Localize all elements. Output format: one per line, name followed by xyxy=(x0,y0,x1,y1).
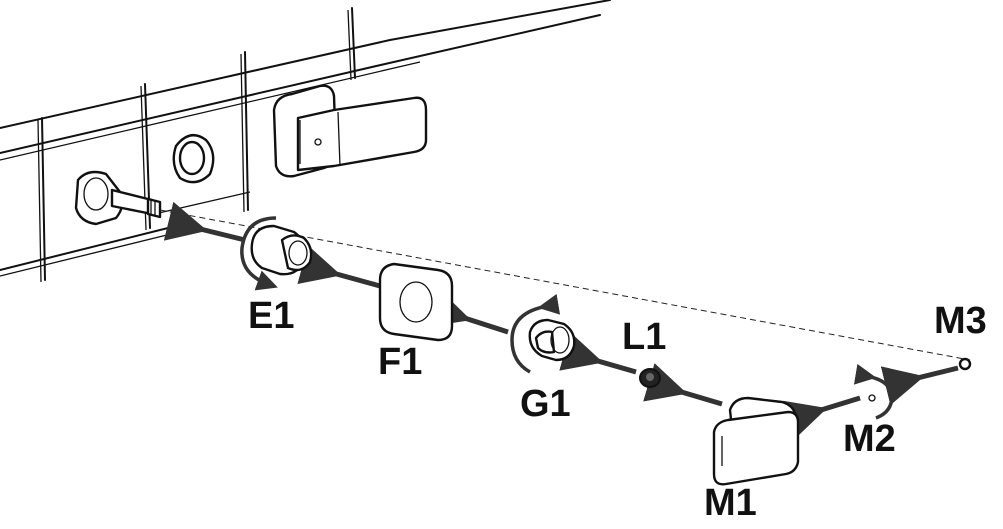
part-g1-cap xyxy=(510,293,576,374)
push-arrows xyxy=(163,201,959,439)
label-l1: L1 xyxy=(622,316,667,358)
label-m2: M2 xyxy=(843,418,896,460)
wall-fitting xyxy=(172,134,215,184)
label-f1: F1 xyxy=(378,341,423,383)
part-m2-screw xyxy=(853,363,894,420)
assembly-axis-line xyxy=(159,209,971,361)
part-l1-grub-nut xyxy=(639,368,661,388)
part-f1-rosette xyxy=(378,262,454,342)
label-e1: E1 xyxy=(248,295,295,337)
valve-stem xyxy=(74,170,162,226)
part-m3-cap xyxy=(958,357,972,371)
part-e1-nut xyxy=(240,216,313,291)
label-g1: G1 xyxy=(520,383,571,425)
label-m3: M3 xyxy=(934,300,987,342)
label-m1: M1 xyxy=(704,482,757,524)
part-m1-lever-handle xyxy=(712,396,800,486)
assembled-handle xyxy=(272,84,428,178)
